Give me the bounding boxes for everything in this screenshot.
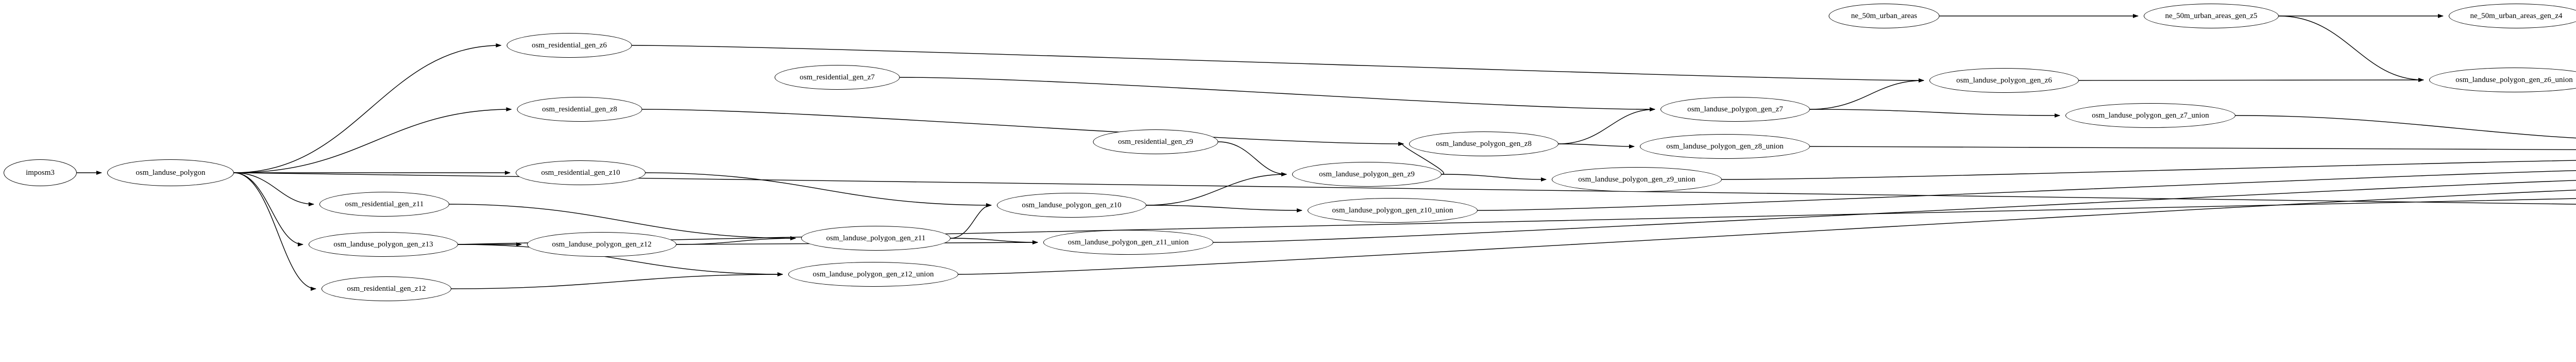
graph-node-osm-landuse-polygon-gen-z9[interactable]: osm_landuse_polygon_gen_z9 xyxy=(1292,162,1442,187)
graph-node-osm-landuse-polygon-gen-z9-union[interactable]: osm_landuse_polygon_gen_z9_union xyxy=(1552,167,1722,192)
graph-edge xyxy=(457,197,2576,245)
graph-node-osm-landuse-polygon-gen-z12-union[interactable]: osm_landuse_polygon_gen_z12_union xyxy=(788,262,958,287)
graph-node-osm-landuse-polygon-gen-z8-union[interactable]: osm_landuse_polygon_gen_z8_union xyxy=(1640,134,1810,159)
graph-node-label: osm_landuse_polygon_gen_z6 xyxy=(1956,76,2052,85)
graph-node-label: osm_landuse_polygon_gen_z11_union xyxy=(1067,238,1189,246)
graph-edge xyxy=(1558,107,1655,144)
graph-edge xyxy=(1809,109,2060,118)
graph-node-label: osm_landuse_polygon_gen_z13 xyxy=(333,240,433,249)
graph-node-ne-50m-urban-areas[interactable]: ne_50m_urban_areas xyxy=(1828,4,1940,28)
graph-edge xyxy=(950,238,1038,244)
graph-edge xyxy=(233,172,316,291)
graph-edge xyxy=(1477,170,2576,211)
graph-node-label: osm_landuse_polygon_gen_z8_union xyxy=(1666,142,1784,151)
graph-node-label: ne_50m_urban_areas_gen_z5 xyxy=(2165,11,2258,20)
graph-node-label: ne_50m_urban_areas_gen_z4 xyxy=(2470,11,2563,20)
graph-edge xyxy=(1398,142,1444,175)
graph-edge xyxy=(233,172,314,206)
graph-node-label: osm_landuse_polygon_gen_z12 xyxy=(552,240,652,249)
graph-node-ne-50m-urban-areas-gen-z5[interactable]: ne_50m_urban_areas_gen_z5 xyxy=(2144,4,2279,28)
graph-edge xyxy=(645,172,992,207)
graph-edge xyxy=(233,172,303,246)
graph-node-label: ne_50m_urban_areas xyxy=(1851,11,1918,20)
graph-node-osm-landuse-polygon[interactable]: osm_landuse_polygon xyxy=(107,159,234,186)
graph-edge xyxy=(950,203,992,239)
graph-edge xyxy=(1213,180,2576,243)
graph-node-label: osm_landuse_polygon_gen_z6_union xyxy=(2455,75,2573,84)
graph-node-osm-landuse-polygon-gen-z12[interactable]: osm_landuse_polygon_gen_z12 xyxy=(527,232,676,257)
graph-node-osm-landuse-polygon-gen-z6-union[interactable]: osm_landuse_polygon_gen_z6_union xyxy=(2429,68,2576,92)
graph-edge xyxy=(2235,115,2576,139)
graph-edge xyxy=(449,204,796,240)
graph-node-label: osm_landuse_polygon xyxy=(135,168,206,177)
graph-node-osm-residential-gen-z8[interactable]: osm_residential_gen_z8 xyxy=(517,97,642,122)
graph-node-osm-residential-gen-z12[interactable]: osm_residential_gen_z12 xyxy=(321,276,451,301)
graph-node-osm-landuse-polygon-gen-z11-union[interactable]: osm_landuse_polygon_gen_z11_union xyxy=(1043,230,1213,255)
graph-node-ne-50m-urban-areas-gen-z4[interactable]: ne_50m_urban_areas_gen_z4 xyxy=(2449,4,2576,28)
graph-node-label: osm_landuse_polygon_gen_z7_union xyxy=(2092,111,2209,120)
graph-edge xyxy=(457,244,783,276)
graph-edge xyxy=(1721,160,2576,180)
graph-node-label: osm_landuse_polygon_gen_z8 xyxy=(1436,139,1532,148)
graph-edge xyxy=(233,107,512,173)
graph-node-osm-landuse-polygon-gen-z10-union[interactable]: osm_landuse_polygon_gen_z10_union xyxy=(1308,198,1478,223)
graph-edge xyxy=(1146,205,1302,212)
graph-node-osm-residential-gen-z7[interactable]: osm_residential_gen_z7 xyxy=(774,65,900,90)
graph-node-label: osm_residential_gen_z7 xyxy=(800,73,875,81)
graph-node-osm-landuse-polygon-gen-z11[interactable]: osm_landuse_polygon_gen_z11 xyxy=(801,226,951,251)
graph-edge xyxy=(900,77,1655,111)
graph-edge xyxy=(1441,174,1547,182)
graph-node-osm-residential-gen-z10[interactable]: osm_residential_gen_z10 xyxy=(516,160,646,185)
graph-node-label: osm_landuse_polygon_gen_z9 xyxy=(1319,170,1415,178)
graph-edge xyxy=(1558,143,1635,149)
graph-node-osm-landuse-polygon-gen-z6[interactable]: osm_landuse_polygon_gen_z6 xyxy=(1929,68,2079,93)
graph-node-label: osm_landuse_polygon_gen_z7 xyxy=(1687,105,1783,113)
graph-node-osm-landuse-polygon-gen-z7-union[interactable]: osm_landuse_polygon_gen_z7_union xyxy=(2065,103,2235,128)
graph-node-osm-landuse-polygon-gen-z8[interactable]: osm_landuse_polygon_gen_z8 xyxy=(1409,131,1558,156)
graph-node-label: osm_residential_gen_z10 xyxy=(541,168,620,177)
graph-edge xyxy=(451,272,783,289)
graph-node-osm-landuse-polygon-gen-z7[interactable]: osm_landuse_polygon_gen_z7 xyxy=(1660,97,1810,122)
graph-node-label: osm_landuse_polygon_gen_z11 xyxy=(826,234,926,242)
graph-node-label: osm_residential_gen_z6 xyxy=(532,41,607,50)
graph-node-osm-residential-gen-z11[interactable]: osm_residential_gen_z11 xyxy=(319,192,449,217)
graph-edge xyxy=(1809,78,1924,110)
graph-edge xyxy=(233,43,502,173)
graph-edge xyxy=(632,45,1924,83)
graph-node-label: osm_landuse_polygon_gen_z9_union xyxy=(1578,175,1696,184)
graph-node-label: osm_residential_gen_z11 xyxy=(345,200,424,208)
graph-node-label: osm_residential_gen_z8 xyxy=(542,105,617,113)
graph-node-osm-landuse-polygon-gen-z13[interactable]: osm_landuse_polygon_gen_z13 xyxy=(309,232,458,257)
graph-edge xyxy=(2278,15,2424,82)
graph-node-label: osm_landuse_polygon_gen_z10 xyxy=(1022,201,1122,209)
graph-node-label: osm_landuse_polygon_gen_z10_union xyxy=(1332,206,1453,215)
graph-edge xyxy=(642,109,1404,146)
graph-edge xyxy=(1809,146,2576,151)
graph-node-label: osm_residential_gen_z12 xyxy=(347,284,426,293)
graph-edge xyxy=(1218,141,1287,176)
graph-node-label: imposm3 xyxy=(26,168,55,177)
graph-edge xyxy=(958,189,2576,275)
graph-node-osm-landuse-polygon-gen-z10[interactable]: osm_landuse_polygon_gen_z10 xyxy=(997,193,1146,218)
graph-edge xyxy=(1146,172,1287,206)
graph-node-osm-residential-gen-z6[interactable]: osm_residential_gen_z6 xyxy=(506,33,632,58)
graph-node-label: osm_landuse_polygon_gen_z12_union xyxy=(812,270,934,278)
graph-node-label: osm_residential_gen_z9 xyxy=(1118,137,1193,146)
graph-node-osm-residential-gen-z9[interactable]: osm_residential_gen_z9 xyxy=(1093,129,1218,154)
graph-node-imposm3[interactable]: imposm3 xyxy=(4,159,77,186)
